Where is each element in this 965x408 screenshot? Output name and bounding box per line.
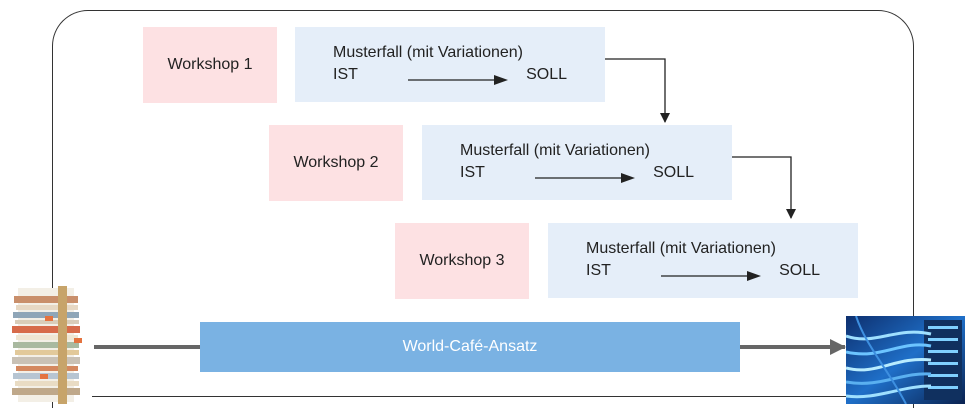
case-title: Musterfall (mit Variationen) xyxy=(460,142,650,159)
ist-label: IST xyxy=(333,66,358,83)
ist-to-soll-arrow-icon xyxy=(661,271,761,281)
ist-label: IST xyxy=(460,164,485,181)
soll-label: SOLL xyxy=(653,164,694,181)
ist-to-soll-arrow-icon xyxy=(408,75,508,85)
workshop-2-label: Workshop 2 xyxy=(269,125,403,201)
network-cables-icon xyxy=(846,316,965,404)
workshop-2-case-box: Musterfall (mit Variationen) IST SOLL xyxy=(422,125,732,200)
ist-label: IST xyxy=(586,262,611,279)
workshop-1-label: Workshop 1 xyxy=(143,27,277,103)
workshop-3-label: Workshop 3 xyxy=(395,223,529,299)
bottom-baseline xyxy=(92,396,852,397)
case-title: Musterfall (mit Variationen) xyxy=(333,44,523,61)
soll-label: SOLL xyxy=(526,66,567,83)
soll-label: SOLL xyxy=(779,262,820,279)
workshop-1-case-box: Musterfall (mit Variationen) IST SOLL xyxy=(295,27,605,102)
diagram-frame xyxy=(52,10,914,408)
case-title: Musterfall (mit Variationen) xyxy=(586,240,776,257)
paper-stack-icon xyxy=(12,286,82,404)
ist-to-soll-arrow-icon xyxy=(535,173,635,183)
world-cafe-flow-bar: World-Café-Ansatz xyxy=(200,322,740,372)
workshop-3-case-box: Musterfall (mit Variationen) IST SOLL xyxy=(548,223,858,298)
